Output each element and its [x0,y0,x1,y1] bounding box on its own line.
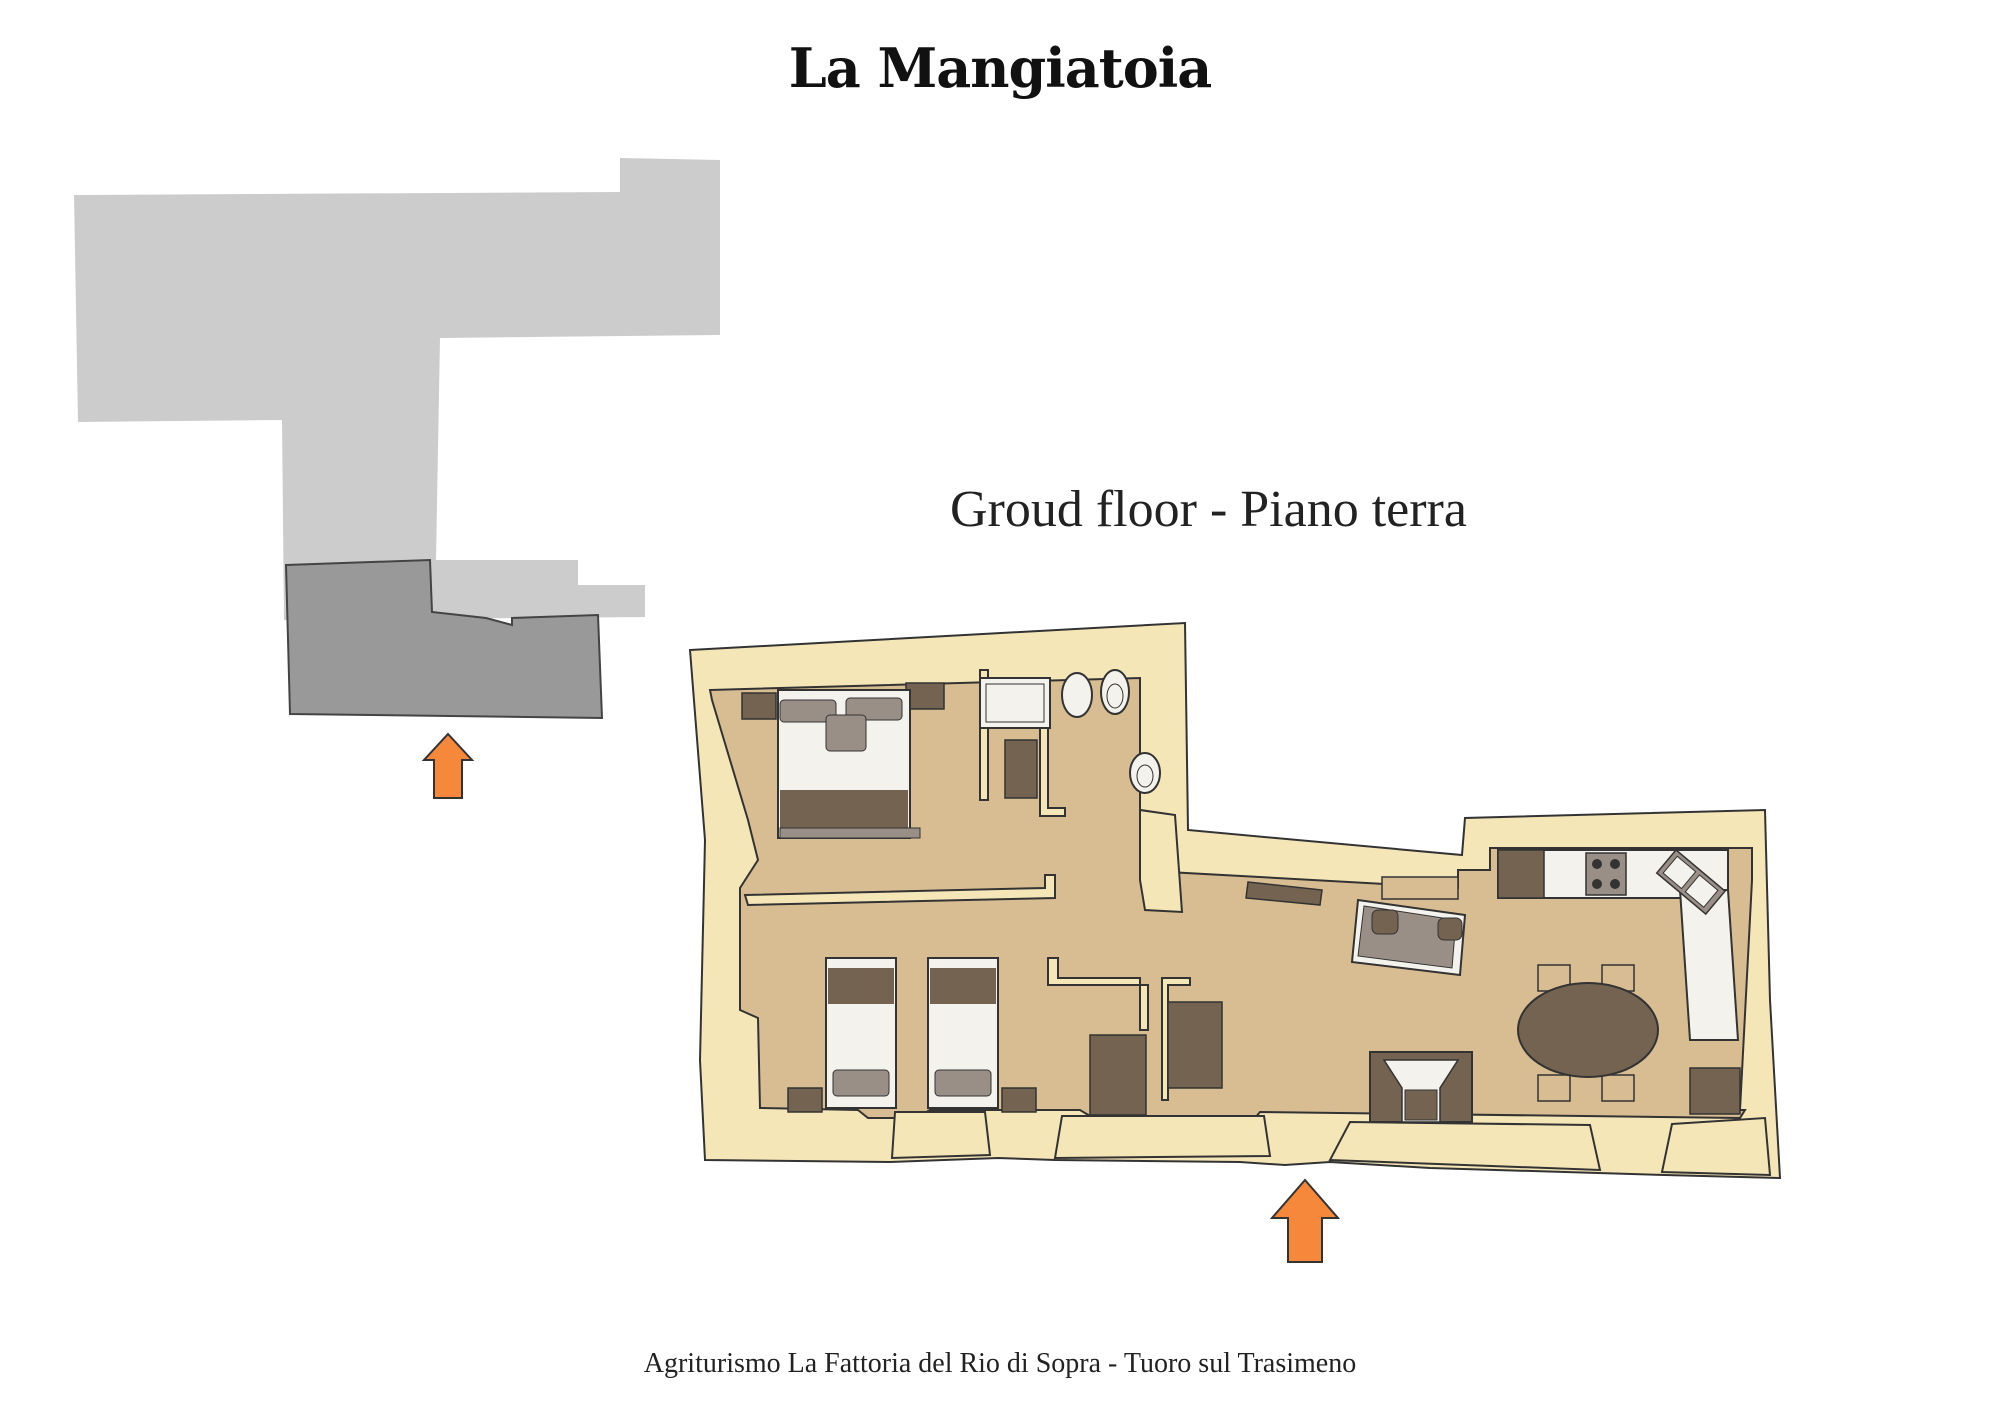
wardrobe-corridor [1089,1034,1147,1116]
site-plan [74,158,720,799]
fireplace-firebox [1404,1089,1438,1121]
tv-console [1245,881,1323,906]
site-building-outline [74,158,720,620]
partition-bedroom-hall [743,874,1056,907]
floor-label: Groud floor - Piano terra [950,481,1467,538]
apartment-plan [688,621,1782,1263]
page-title: La Mangiatoia [788,36,1213,100]
burner-4 [1610,879,1620,889]
window-bay-3 [1328,1120,1602,1172]
burner-1 [1592,859,1602,869]
pillow-left [779,699,837,723]
single-bed-right-cover [930,968,996,1004]
sideboard [1689,1067,1741,1115]
kitchen-sink-icon [1655,848,1727,916]
twin-beds [787,957,1037,1113]
nightstand-left [741,692,777,720]
window-bay-2 [1053,1115,1272,1160]
shower-inner [985,683,1045,723]
entrance-arrow-icon [1269,1178,1341,1263]
single-bed-left-pillow [832,1069,890,1097]
partition-right-column [1139,808,1184,914]
chair-bottom-right [1601,1074,1635,1102]
cushion-center [825,714,867,752]
chair-bottom-left [1537,1074,1571,1102]
bidet-inner [1106,683,1124,709]
site-entrance-arrow-icon [421,732,475,799]
outer-wall-openings [890,1111,1772,1177]
single-bed-left-cover [828,968,894,1004]
sink-icon [1129,752,1161,794]
double-bed [741,682,945,839]
bathroom [979,669,1161,799]
site-apartment-highlight [284,558,604,720]
wardrobe-bathroom [1004,739,1038,799]
window-bay-4 [1660,1116,1772,1177]
double-bed-footboard [779,827,921,839]
wall-segment-bathroom-top [979,669,989,801]
shelf-living [1381,876,1459,900]
sofa-cushion-2 [1437,917,1463,941]
footer-caption: Agriturismo La Fattoria del Rio di Sopra… [643,1348,1357,1379]
single-bed-right-pillow [934,1069,992,1097]
nightstand-twin-left [787,1087,823,1113]
burner-3 [1592,879,1602,889]
kitchen-counter-right [1678,889,1740,1041]
nightstand-right [905,682,945,710]
toilet-icon [1061,672,1093,718]
stove-icon [1585,852,1627,896]
window-bay-1 [890,1111,992,1160]
nightstand-twin-right [1001,1087,1037,1113]
double-bed-cover [780,790,908,828]
fridge [1497,849,1545,899]
wardrobe-living [1167,1001,1223,1089]
sink-inner [1136,764,1154,788]
living-area [1245,876,1473,1123]
partition-corridor [1047,957,1149,1031]
bidet-icon [1100,669,1130,715]
chair-top-left [1537,964,1571,992]
dining-area [1517,964,1659,1102]
kitchen [1497,848,1741,1115]
sofa-cushion-1 [1371,909,1399,935]
burner-2 [1610,859,1620,869]
dining-table [1517,982,1659,1078]
